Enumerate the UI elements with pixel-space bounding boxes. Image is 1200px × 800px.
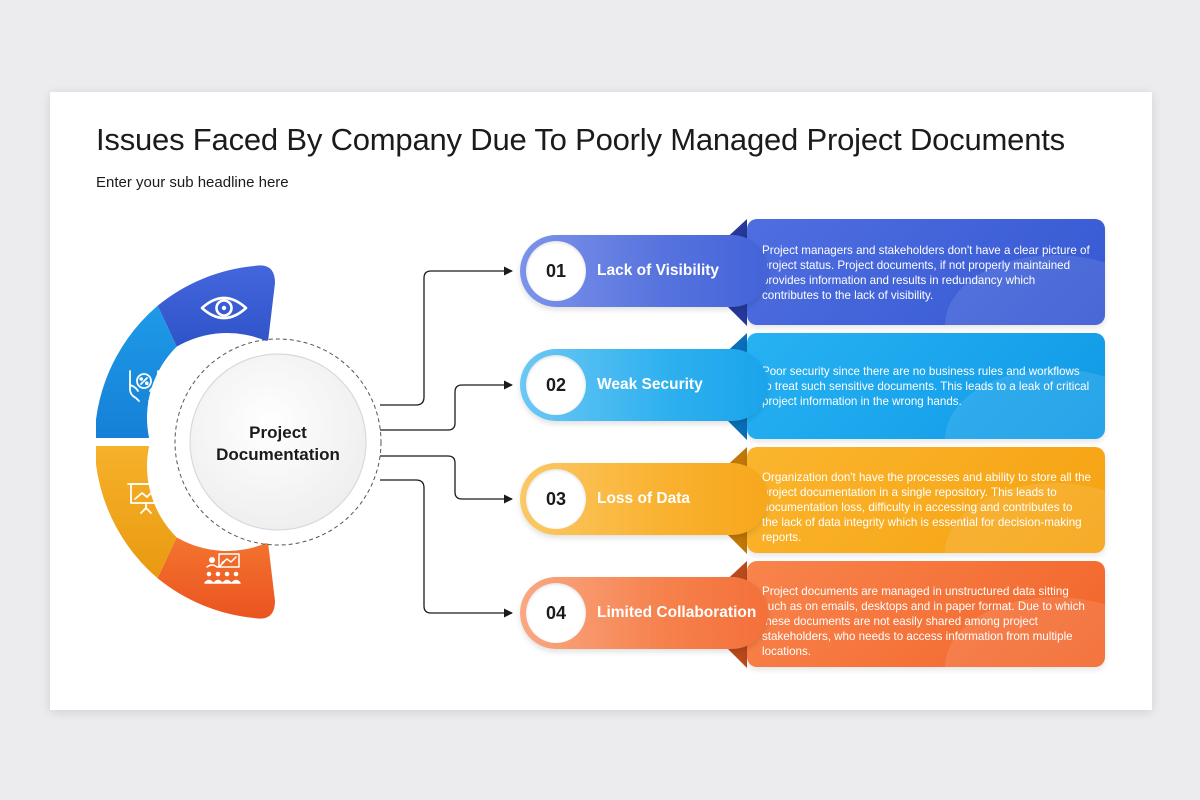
issue-title-01: Lack of Visibility xyxy=(597,262,720,279)
presentation-board-icon xyxy=(127,483,165,514)
slide-subtitle: Enter your sub headline here xyxy=(96,174,289,191)
issue-card-04: Project documents are managed in unstruc… xyxy=(747,561,1105,667)
center-circle xyxy=(189,353,367,531)
wheel-segment-data xyxy=(96,446,177,579)
issue-pill-01: 01 Lack of Visibility xyxy=(520,235,768,307)
issue-number-04: 04 xyxy=(526,583,586,643)
hands-percent-icon xyxy=(129,370,159,402)
issue-number-01: 01 xyxy=(526,241,586,301)
issue-description-03: Organization don't have the processes an… xyxy=(762,471,1091,544)
issue-card-02: Poor security since there are no busines… xyxy=(747,333,1105,439)
issue-card-03: Organization don't have the processes an… xyxy=(747,447,1105,553)
connector-line-02 xyxy=(380,380,513,431)
eye-icon xyxy=(200,296,248,320)
slide: Issues Faced By Company Due To Poorly Ma… xyxy=(50,92,1152,710)
slide-title: Issues Faced By Company Due To Poorly Ma… xyxy=(96,122,1065,157)
center-label-line2: Documentation xyxy=(216,445,340,464)
issue-number-03: 03 xyxy=(526,469,586,529)
issue-title-02: Weak Security xyxy=(597,376,703,393)
connector-line-01 xyxy=(380,266,513,406)
issue-title-03: Loss of Data xyxy=(597,490,691,507)
wheel-segment-security xyxy=(96,305,177,438)
center-label-line1: Project xyxy=(249,423,307,442)
issues-diagram: Project Documentation xyxy=(96,219,747,668)
connector-line-04 xyxy=(380,479,513,618)
issue-title-04: Limited Collaboration xyxy=(597,604,757,621)
issue-description-01: Project managers and stakeholders don't … xyxy=(762,244,1090,302)
connector-line-03 xyxy=(380,455,513,504)
wheel-segment-collaboration xyxy=(157,537,275,619)
issue-description-02: Poor security since there are no busines… xyxy=(762,365,1090,408)
team-meeting-icon xyxy=(204,553,241,584)
issue-pill-02: 02 Weak Security xyxy=(520,349,768,421)
issue-card-01: Project managers and stakeholders don't … xyxy=(747,219,1105,325)
issue-number-02: 02 xyxy=(526,355,586,415)
issue-description-04: Project documents are managed in unstruc… xyxy=(762,585,1085,658)
wheel-dashed-outline xyxy=(174,338,382,546)
issue-pill-03: 03 Loss of Data xyxy=(520,463,768,535)
issue-pill-04: 04 Limited Collaboration xyxy=(520,577,768,649)
